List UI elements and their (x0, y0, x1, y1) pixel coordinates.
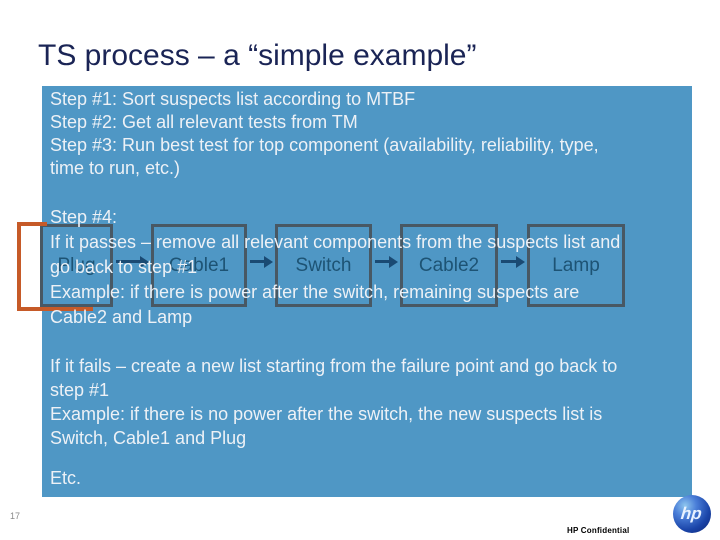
diagram-box-cable2: Cable2 (400, 224, 498, 307)
diagram-box-switch: Switch (275, 224, 372, 307)
diagram-box-cable1: Cable1 (151, 224, 247, 307)
text-block-etc: Etc. (50, 468, 82, 488)
text-block-step-4-pass: Step #4: If it passes – remove all relev… (50, 207, 621, 327)
page-number: 17 (10, 511, 21, 521)
box-label: Lamp (552, 255, 600, 276)
bracket-left-edge (17, 222, 21, 311)
bracket-top-edge (17, 222, 47, 226)
box-label: Plug (57, 255, 96, 276)
bracket-bottom-edge (17, 307, 93, 311)
box-label: Cable2 (418, 255, 480, 276)
diagram-box-plug: Plug (40, 224, 113, 307)
box-label: Switch (295, 255, 352, 276)
flow-arrow-icon (375, 255, 398, 268)
hp-logo-text: hp (679, 503, 703, 523)
text-block-steps-1-3: Step #1: Sort suspects list according to… (50, 89, 599, 178)
flow-arrow-icon (250, 255, 273, 268)
flow-arrow-icon (116, 255, 149, 268)
box-label: Cable1 (168, 255, 230, 276)
flow-arrow-icon (501, 255, 525, 268)
confidential-footer-label: HP Confidential (567, 526, 630, 535)
text-block-fail-case: If it fails – create a new list starting… (50, 356, 618, 448)
hp-logo-icon: hp (673, 495, 711, 533)
slide-title: TS process – a “simple example” (38, 39, 477, 72)
diagram-box-lamp: Lamp (527, 224, 625, 307)
content-background-panel (42, 86, 692, 497)
